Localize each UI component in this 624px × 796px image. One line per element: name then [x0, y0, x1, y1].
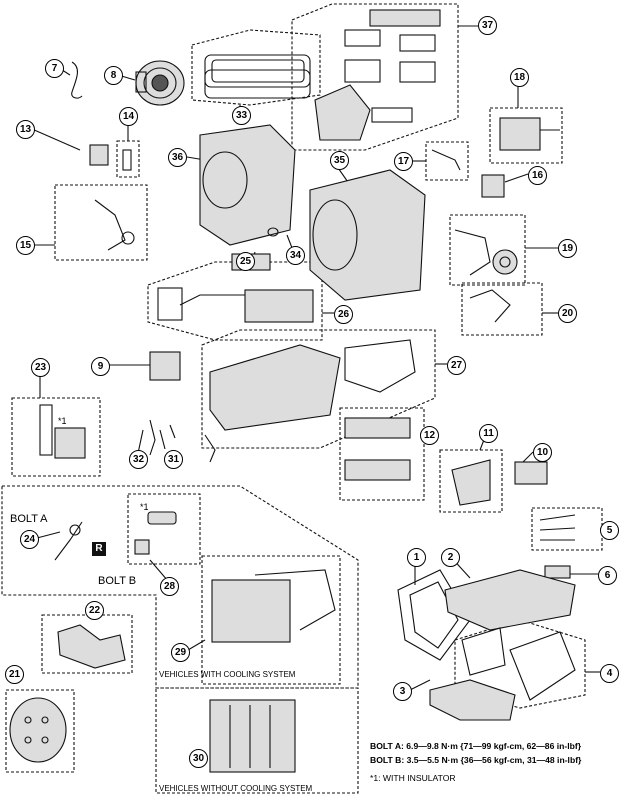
callout-15: 15	[16, 236, 35, 255]
callout-13: 13	[16, 120, 35, 139]
callout-19: 19	[558, 239, 577, 258]
group-box-17	[425, 141, 469, 181]
callout-7: 7	[45, 59, 64, 78]
callout-22: 22	[85, 601, 104, 620]
callout-9: 9	[91, 357, 110, 376]
group-box-14	[116, 140, 140, 178]
vehicles-without-cooling-label: VEHICLES WITHOUT COOLING SYSTEM	[159, 784, 313, 793]
star1-label-seal: *1	[58, 416, 67, 426]
callout-17: 17	[394, 152, 413, 171]
callout-29: 29	[171, 643, 190, 662]
callout-35: 35	[330, 151, 349, 170]
callout-1: 1	[407, 548, 426, 567]
callout-32: 32	[129, 450, 148, 469]
insulator-note: *1: WITH INSULATOR	[370, 773, 456, 783]
callout-25: 25	[236, 252, 255, 271]
group-box-12	[339, 407, 425, 501]
vehicles-with-cooling-label: VEHICLES WITH COOLING SYSTEM	[159, 670, 296, 679]
group-box-28	[127, 493, 201, 565]
callout-4: 4	[600, 664, 619, 683]
callout-33: 33	[232, 106, 251, 125]
group-box-26	[147, 261, 323, 341]
callout-30: 30	[189, 749, 208, 768]
callout-12: 12	[420, 426, 439, 445]
callout-6: 6	[598, 566, 617, 585]
group-box-no-cooling	[155, 687, 359, 794]
callout-14: 14	[119, 107, 138, 126]
callout-27: 27	[447, 356, 466, 375]
bolt-a-label: BOLT A	[10, 513, 48, 525]
callout-18: 18	[510, 68, 529, 87]
callout-36: 36	[168, 148, 187, 167]
bolt-b-torque-spec: BOLT B: 3.5—5.5 N·m {36—56 kgf-cm, 31—48…	[370, 755, 582, 765]
group-box-23	[11, 397, 101, 477]
callout-34: 34	[286, 246, 305, 265]
group-box-11	[439, 449, 503, 513]
callout-26: 26	[334, 305, 353, 324]
bolt-b-label: BOLT B	[98, 575, 137, 587]
callout-24: 24	[20, 530, 39, 549]
callout-8: 8	[104, 66, 123, 85]
bolt-a-torque-spec: BOLT A: 6.9—9.8 N·m {71—99 kgf-cm, 62—86…	[370, 741, 582, 751]
callout-23: 23	[31, 358, 50, 377]
callout-16: 16	[528, 166, 547, 185]
group-box-cooling	[201, 555, 341, 685]
callout-28: 28	[160, 577, 179, 596]
callout-37: 37	[478, 16, 497, 35]
callout-2: 2	[441, 548, 460, 567]
group-box-15	[54, 184, 148, 261]
callout-20: 20	[558, 304, 577, 323]
callout-21: 21	[5, 665, 24, 684]
callout-11: 11	[479, 424, 498, 443]
group-box-4	[454, 619, 586, 709]
r-badge: R	[92, 542, 106, 556]
callout-31: 31	[164, 450, 183, 469]
group-box-33	[191, 29, 321, 106]
group-box-27	[201, 329, 436, 449]
group-box-19	[449, 214, 526, 286]
callout-3: 3	[393, 682, 412, 701]
group-box-20	[461, 282, 543, 336]
group-box-18	[489, 107, 563, 164]
star1-label-valve: *1	[140, 502, 149, 512]
callout-10: 10	[533, 443, 552, 462]
callout-5: 5	[600, 521, 619, 540]
